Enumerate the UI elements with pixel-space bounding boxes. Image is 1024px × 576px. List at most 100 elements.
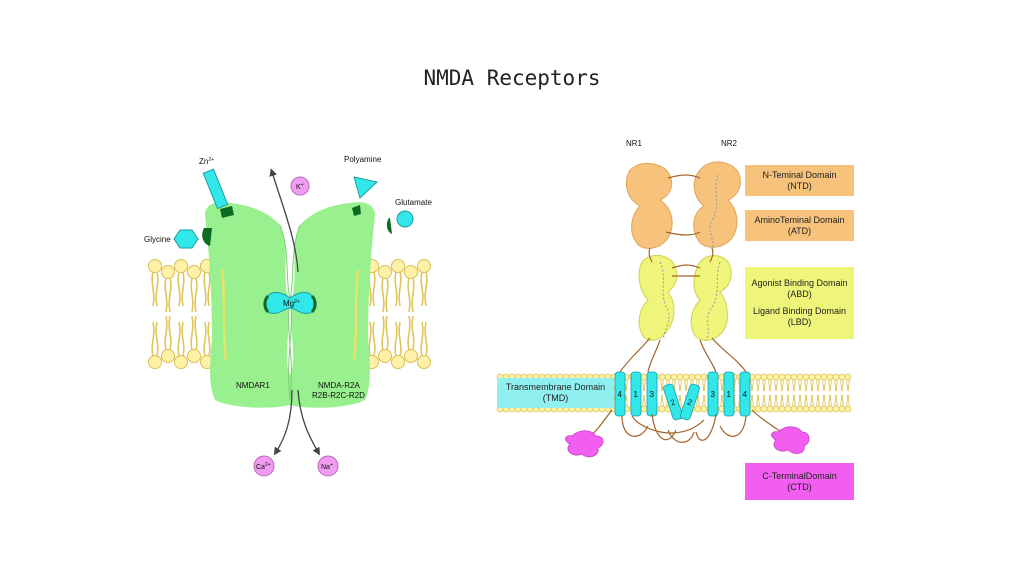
ntd-abd-linkers [648, 247, 714, 263]
lipid-molecule [808, 373, 816, 392]
nr1-label: NR1 [626, 139, 643, 148]
lipid-molecule [173, 321, 189, 370]
lipid-molecule [778, 373, 786, 392]
lipid-molecule [377, 264, 393, 313]
polyamine-binding-site [352, 205, 361, 216]
svg-text:Glutamate: Glutamate [395, 198, 432, 207]
tm-helix-number: 2 [669, 397, 677, 407]
lipid-molecule [416, 321, 432, 370]
polyamine-ligand: Polyamine [344, 155, 382, 199]
channel-wall-left [220, 269, 228, 361]
lipid-molecule [186, 264, 202, 313]
lipid-molecule [838, 394, 846, 413]
lipid-molecule [790, 394, 798, 413]
nr2-abd-lobe [690, 255, 732, 341]
atd-label: AminoTeminal Domain(ATD) [754, 214, 845, 236]
lipid-molecule [784, 373, 792, 392]
lipid-molecule [700, 373, 708, 392]
lipid-molecule [766, 373, 774, 392]
magnesium-binding-left [263, 294, 270, 314]
lipid-molecule [676, 373, 684, 392]
tm-helix: 4 [614, 371, 626, 417]
lipid-molecule [147, 321, 163, 370]
tm-helix: 1 [630, 371, 642, 417]
tm-helix-number: 3 [711, 390, 716, 399]
lipid-molecule [403, 315, 419, 364]
svg-text:K+: K+ [296, 182, 304, 191]
tm-helix: 2 [663, 383, 683, 421]
lipid-molecule [160, 315, 176, 364]
glutamate-ligand: Glutamate [395, 198, 432, 228]
lipid-molecule [820, 394, 828, 413]
sodium-influx-arrow [297, 389, 320, 456]
calcium-ion: Ca2+ [253, 455, 275, 477]
lipid-molecule [700, 394, 708, 413]
svg-text:Ca2+: Ca2+ [256, 462, 271, 471]
svg-text:Na+: Na+ [321, 462, 333, 471]
lipid-molecule [772, 394, 780, 413]
sodium-ion: Na+ [317, 455, 339, 477]
lipid-molecule [403, 264, 419, 313]
lipid-molecule [814, 373, 822, 392]
abd-interface [671, 264, 701, 277]
ntd-label: N-Teminal Domain(NTD) [762, 169, 837, 191]
ntd-box [745, 165, 854, 196]
lipid-molecule [826, 373, 834, 392]
tm-helix: 4 [739, 371, 751, 417]
page-title: NMDA Receptors [423, 66, 601, 90]
svg-text:Glycine: Glycine [144, 235, 171, 244]
nr2-label-line2: R2B-R2C-R2D [312, 391, 365, 400]
lipid-molecule [186, 315, 202, 364]
channel-wall-right [352, 269, 360, 361]
tm-helix: 2 [680, 383, 700, 421]
intracellular-loops [621, 413, 747, 443]
lipid-molecule [790, 373, 798, 392]
nr1-ntd-lobe [625, 163, 673, 249]
lipid-molecule [820, 373, 828, 392]
zinc-binding-site [220, 206, 234, 218]
lipid-molecule [160, 264, 176, 313]
tm-helix-number: 1 [727, 390, 732, 399]
lipid-molecule [760, 394, 768, 413]
lipid-molecule [814, 394, 822, 413]
lipid-molecule [416, 258, 432, 307]
glycine-ligand: Glycine [144, 229, 199, 249]
tm-helix-number: 3 [650, 390, 655, 399]
nr1-ctd-blob [565, 430, 604, 458]
lipid-molecule [844, 394, 852, 413]
lipid-molecule [796, 394, 804, 413]
glycine-binding-site [202, 228, 212, 246]
lipid-molecule [754, 394, 762, 413]
lipid-molecule [640, 373, 648, 392]
lipid-bilayer-left [147, 258, 215, 370]
lipid-molecule [802, 394, 810, 413]
abd-dashed-linker [659, 261, 721, 341]
magnesium-binding-right [310, 294, 317, 314]
lipid-molecule [844, 373, 852, 392]
ctd-box [745, 463, 854, 500]
lipid-molecule [390, 321, 406, 370]
tm-helix-number: 1 [634, 390, 639, 399]
magnesium-ion-block [263, 291, 317, 314]
potassium-ion: K+ [290, 176, 310, 196]
magnesium-label: Mg2+ [283, 299, 300, 308]
tm-helix: 3 [707, 371, 719, 417]
lipid-molecule [390, 258, 406, 307]
nr1-abd-lobe [638, 255, 678, 341]
lipid-molecule [802, 373, 810, 392]
lipid-molecule [640, 394, 648, 413]
tm-helix-number: 4 [743, 390, 748, 399]
lipid-molecule [658, 394, 666, 413]
lipid-molecule [754, 373, 762, 392]
nr2-label-line1: NMDA-R2A [318, 381, 360, 390]
nr2-ntd-linker [709, 174, 719, 249]
lipid-molecule [147, 258, 163, 307]
tm-helix-number: 4 [618, 390, 623, 399]
calcium-influx-arrow [273, 389, 293, 456]
lipid-molecule [778, 394, 786, 413]
lipid-molecule [377, 315, 393, 364]
lipid-molecule [808, 394, 816, 413]
ctd-label: C-TerminalDomain(CTD) [762, 470, 837, 492]
